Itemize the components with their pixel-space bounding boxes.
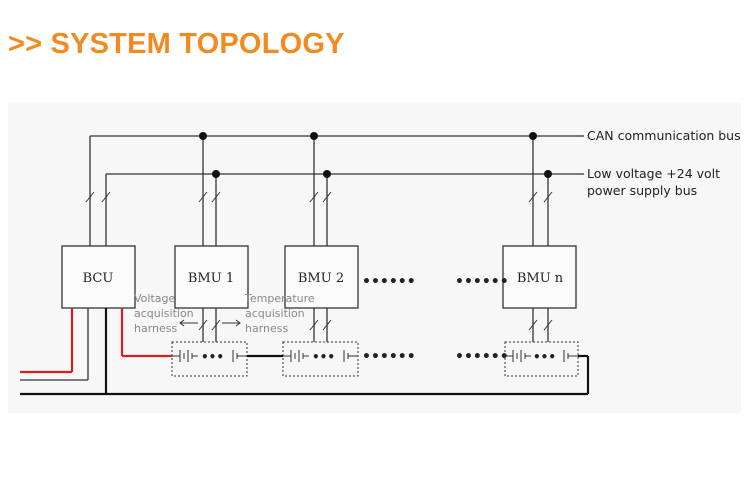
page-title: >> SYSTEM TOPOLOGY <box>8 28 345 61</box>
bcu-box <box>61 245 136 309</box>
bcu-label: BCU <box>83 271 114 286</box>
bmu-n-label: BMU n <box>517 271 564 286</box>
bmu-1-box <box>174 245 249 309</box>
continuation-dots-upper-right: •••••• <box>455 274 509 290</box>
battery-module-1 <box>171 341 248 377</box>
bmu-2-label: BMU 2 <box>298 271 344 286</box>
bmu-2-box <box>284 245 359 309</box>
cell-dots-n: ••• <box>533 350 556 364</box>
power-bus-label-line1: Low voltage +24 volt <box>587 166 720 181</box>
voltage-harness-label-2: acquisition <box>134 307 194 320</box>
voltage-harness-label-3: harness <box>134 322 178 335</box>
temperature-harness-label-3: harness <box>245 322 289 335</box>
temperature-harness-label-1: Temperature <box>244 292 315 305</box>
voltage-harness-label-1: Voltage <box>134 292 175 305</box>
title-marker: >> <box>8 28 43 60</box>
battery-module-2 <box>282 341 359 377</box>
can-bus-label: CAN communication bus <box>587 128 741 143</box>
cell-dots-1: ••• <box>201 350 224 364</box>
bmu-n-box <box>502 245 577 309</box>
battery-module-n <box>504 341 579 377</box>
cell-stack-2 <box>283 350 358 362</box>
power-bus-label-line2: power supply bus <box>587 183 697 198</box>
continuation-dots-upper-left: •••••• <box>362 274 416 290</box>
title-text: SYSTEM TOPOLOGY <box>50 28 345 60</box>
continuation-dots-lower-left: •••••• <box>362 349 416 365</box>
cell-stack-1 <box>172 350 247 362</box>
temperature-harness-label-2: acquisition <box>245 307 305 320</box>
cell-dots-2: ••• <box>312 350 335 364</box>
bmu-1-label: BMU 1 <box>188 271 234 286</box>
cell-stack-n <box>505 350 578 362</box>
continuation-dots-lower-right: •••••• <box>455 349 509 365</box>
